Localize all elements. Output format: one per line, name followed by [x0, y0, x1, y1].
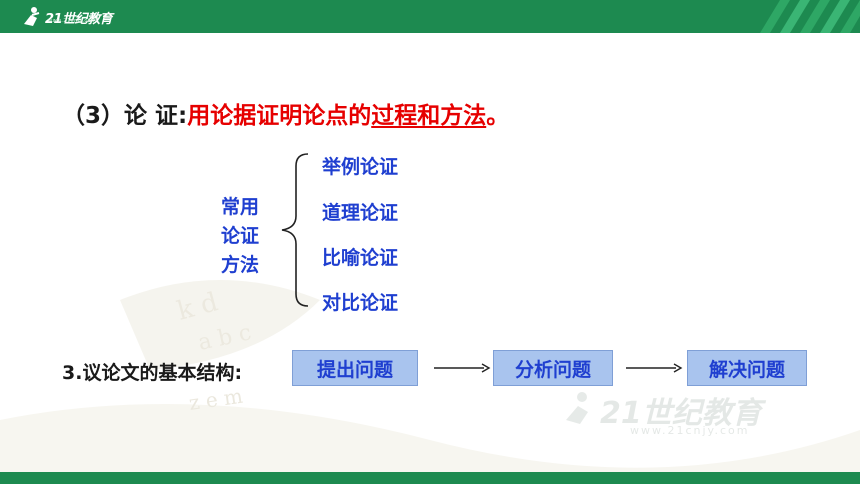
watermark: 21世纪教育 www.21cnjy.com	[560, 388, 820, 438]
heading-suffix: 。	[486, 103, 510, 129]
heading-prefix: （3）论 证:	[62, 103, 188, 129]
heading: （3）论 证:用论据证明论点的过程和方法。	[62, 96, 509, 130]
structure-step-box: 分析问题	[493, 350, 613, 386]
bottom-bar	[0, 472, 860, 484]
watermark-runner-icon	[566, 392, 588, 424]
methods-label-line: 论证	[220, 225, 259, 247]
structure-step-box: 提出问题	[292, 350, 418, 386]
runner-logo-icon	[24, 7, 40, 26]
watermark-text: 21世纪教育	[600, 396, 762, 431]
structure-label: 3.议论文的基本结构:	[62, 362, 243, 384]
methods-label-line: 常用	[220, 196, 259, 218]
heading-red-text: 用论据证明论点的	[187, 103, 372, 129]
arrow-right-icon	[626, 363, 683, 373]
watermark-sub: www.21cnjy.com	[630, 424, 750, 437]
method-item: 对比论证	[322, 292, 399, 314]
arrow-right-icon	[434, 363, 491, 373]
logo-subtext: www.21cnjy.com	[48, 18, 97, 24]
method-item: 比喻论证	[322, 247, 399, 269]
brace-icon	[281, 153, 309, 307]
methods-label-line: 方法	[220, 254, 259, 276]
svg-text:k d: k d	[174, 287, 221, 327]
structure-step-box: 解决问题	[687, 350, 807, 386]
top-bar-stripes	[760, 0, 860, 33]
methods-label: 常用 论证 方法	[215, 193, 265, 280]
logo: 21世纪教育	[22, 4, 113, 30]
top-bar: 21世纪教育 www.21cnjy.com	[0, 0, 860, 33]
svg-text:z e m: z e m	[187, 384, 244, 415]
logo-text: 21世纪教育	[45, 11, 113, 27]
method-item: 道理论证	[322, 202, 399, 224]
heading-underlined-text: 过程和方法	[371, 103, 487, 129]
method-item: 举例论证	[322, 156, 399, 178]
svg-text:a b c: a b c	[196, 320, 254, 356]
